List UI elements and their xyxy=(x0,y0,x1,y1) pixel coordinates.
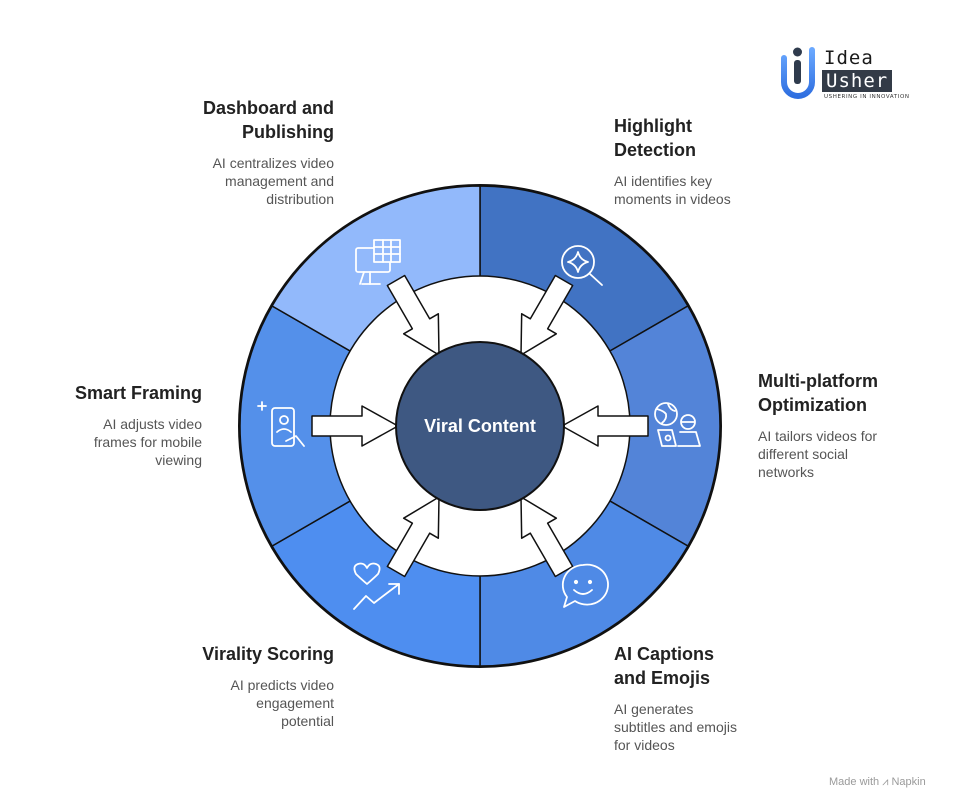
title-line: Smart Framing xyxy=(74,383,202,403)
desc-line: potential xyxy=(281,713,334,729)
label-highlight: Highlight Detection AI identifies key mo… xyxy=(614,114,854,208)
title-virality: Virality Scoring xyxy=(104,642,334,666)
label-multiplatform: Multi-platform Optimization AI tailors v… xyxy=(758,369,948,481)
arrow-captions xyxy=(520,496,574,578)
arrow-virality xyxy=(386,496,440,578)
napkin-credit: Made with ⩘ Napkin xyxy=(829,776,926,788)
search-sparkle-icon xyxy=(561,245,603,286)
desc-line: frames for mobile xyxy=(93,434,202,450)
desc-line: AI predicts video xyxy=(230,677,335,693)
desc-line: AI centralizes video xyxy=(212,155,334,171)
title-line: and Emojis xyxy=(614,668,711,688)
desc-line: AI identifies key xyxy=(614,173,713,189)
label-virality: Virality Scoring AI predicts video engag… xyxy=(104,642,334,730)
desc-highlight: AI identifies key moments in videos xyxy=(614,172,854,208)
desc-virality: AI predicts video engagement potential xyxy=(104,676,335,730)
title-line: Detection xyxy=(614,140,697,160)
logo-mark-icon xyxy=(781,47,815,99)
title-dashboard: Dashboard and Publishing xyxy=(104,96,334,144)
title-line: Optimization xyxy=(758,395,867,415)
center-circle xyxy=(395,341,565,511)
desc-line: for videos xyxy=(614,737,675,753)
desc-line: distribution xyxy=(266,191,334,207)
desc-line: networks xyxy=(758,464,815,480)
label-dashboard: Dashboard and Publishing AI centralizes … xyxy=(104,96,334,208)
desc-line: viewing xyxy=(155,452,202,468)
desc-dashboard: AI centralizes video management and dist… xyxy=(104,154,334,208)
arrow-dashboard xyxy=(386,274,440,356)
title-line: Multi-platform xyxy=(758,371,878,391)
outer-ring-outline xyxy=(238,184,722,668)
title-line: AI Captions xyxy=(614,644,715,664)
title-line: Dashboard and xyxy=(202,98,334,118)
desc-line: moments in videos xyxy=(614,191,731,207)
arrow-highlight xyxy=(520,274,574,356)
title-line: Virality Scoring xyxy=(202,644,334,664)
arrow-framing xyxy=(311,405,399,447)
logo-tagline: USHERING IN INNOVATION xyxy=(824,94,910,100)
label-captions: AI Captions and Emojis AI generates subt… xyxy=(614,642,854,754)
label-framing: Smart Framing AI adjusts video frames fo… xyxy=(12,381,202,469)
desc-captions: AI generates subtitles and emojis for vi… xyxy=(614,700,854,754)
desc-line: AI generates xyxy=(614,701,694,717)
emoji-chat-icon xyxy=(561,563,609,608)
title-highlight: Highlight Detection xyxy=(614,114,854,162)
desc-line: AI tailors videos for xyxy=(758,428,878,444)
logo-word-idea: Idea xyxy=(824,47,874,69)
phone-touch-icon xyxy=(257,401,305,447)
desc-line: engagement xyxy=(256,695,334,711)
desc-line: subtitles and emojis xyxy=(614,719,737,735)
arrow-multiplatform xyxy=(561,405,649,447)
desc-line: management and xyxy=(225,173,334,189)
title-framing: Smart Framing xyxy=(12,381,202,405)
globe-devices-icon xyxy=(654,402,701,447)
desc-multiplatform: AI tailors videos for different social n… xyxy=(758,427,948,481)
title-line: Highlight xyxy=(614,116,692,136)
title-captions: AI Captions and Emojis xyxy=(614,642,854,690)
desc-line: AI adjusts video xyxy=(103,416,202,432)
title-line: Publishing xyxy=(242,122,334,142)
ideausher-logo: Idea Usher USHERING IN INNOVATION xyxy=(780,44,922,104)
title-multiplatform: Multi-platform Optimization xyxy=(758,369,948,417)
desc-line: different social xyxy=(758,446,849,462)
heart-trend-icon xyxy=(353,562,400,610)
center-label: Viral Content xyxy=(424,416,536,436)
desc-framing: AI adjusts video frames for mobile viewi… xyxy=(12,415,202,469)
logo-word-usher: Usher xyxy=(822,70,893,92)
monitor-table-icon xyxy=(355,239,401,285)
